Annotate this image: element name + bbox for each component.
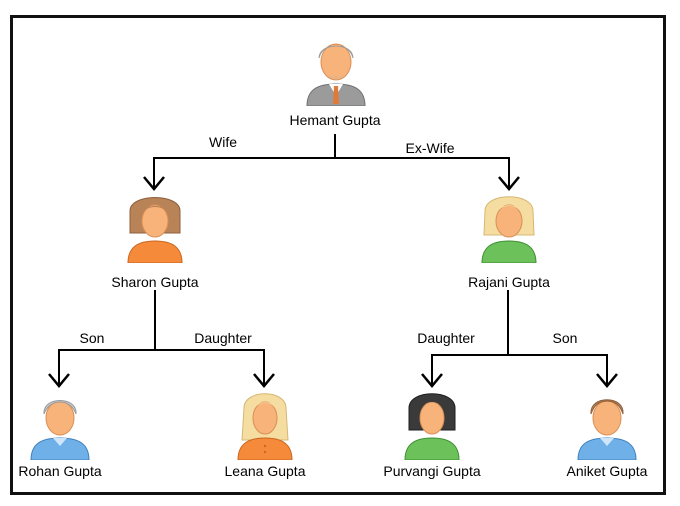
connector-rajani-daughter <box>431 354 508 385</box>
relation-label-sharon-daughter: Daughter <box>194 330 252 346</box>
person-name-purvangi: Purvangi Gupta <box>383 463 481 479</box>
person-name-rohan: Rohan Gupta <box>18 463 102 479</box>
relation-label-wife: Wife <box>209 134 237 150</box>
arrowhead-wife <box>143 176 165 191</box>
connector-sharon-daughter <box>155 349 265 385</box>
connector-wife <box>153 157 335 188</box>
arrowhead-leana <box>253 373 275 388</box>
person-name-leana: Leana Gupta <box>224 463 306 479</box>
connector-sharon-son <box>58 349 155 385</box>
person-name-rajani: Rajani Gupta <box>468 274 550 290</box>
arrowhead-ex-wife <box>498 176 520 191</box>
relation-label-ex-wife: Ex-Wife <box>405 140 455 156</box>
relation-label-rajani-son: Son <box>552 330 578 346</box>
relation-label-sharon-son: Son <box>79 330 105 346</box>
blonde-woman-avatar-icon <box>474 193 544 263</box>
arrowhead-rohan <box>48 373 70 388</box>
blonde-girl-avatar-icon <box>230 390 300 460</box>
person-name-hemant: Hemant Gupta <box>289 112 381 128</box>
brown-haired-boy-avatar-icon <box>572 390 642 460</box>
connector-rajani-son <box>508 354 608 385</box>
elderly-man-avatar-icon <box>301 36 371 106</box>
person-name-aniket: Aniket Gupta <box>566 463 648 479</box>
arrowhead-aniket <box>596 373 618 388</box>
relation-label-rajani-daughter: Daughter <box>417 330 475 346</box>
connector-ex-wife <box>335 157 510 188</box>
grey-haired-boy-avatar-icon <box>25 390 95 460</box>
person-name-sharon: Sharon Gupta <box>111 274 199 290</box>
arrowhead-purvangi <box>421 373 443 388</box>
dark-haired-girl-avatar-icon <box>397 390 467 460</box>
woman-avatar-icon <box>120 193 190 263</box>
